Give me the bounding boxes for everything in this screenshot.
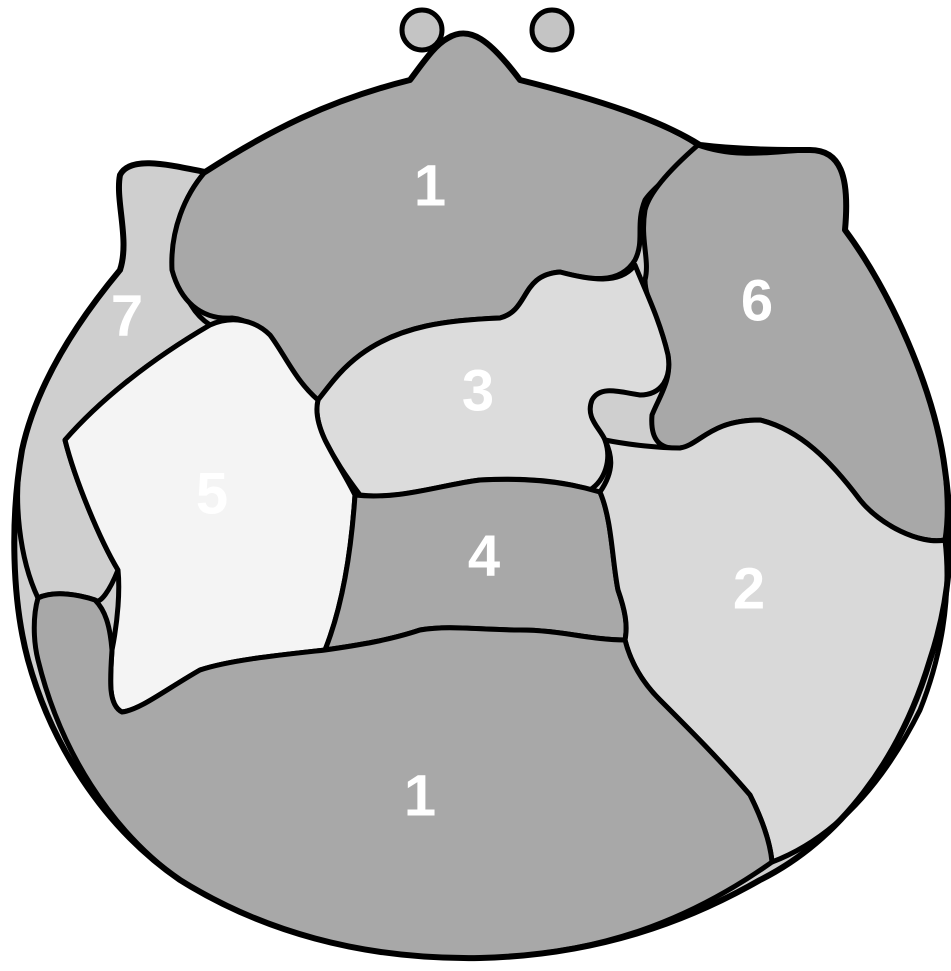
marker-right [532,10,572,50]
label-region-5: 5 [196,461,228,526]
label-region-1-top: 1 [414,153,446,218]
label-region-4: 4 [468,523,500,588]
label-region-6: 6 [741,268,773,333]
label-region-1-bottom: 1 [404,763,436,828]
label-region-2: 2 [733,556,765,621]
label-region-7: 7 [111,283,143,348]
marker-left [402,10,442,50]
label-region-3: 3 [462,358,494,423]
